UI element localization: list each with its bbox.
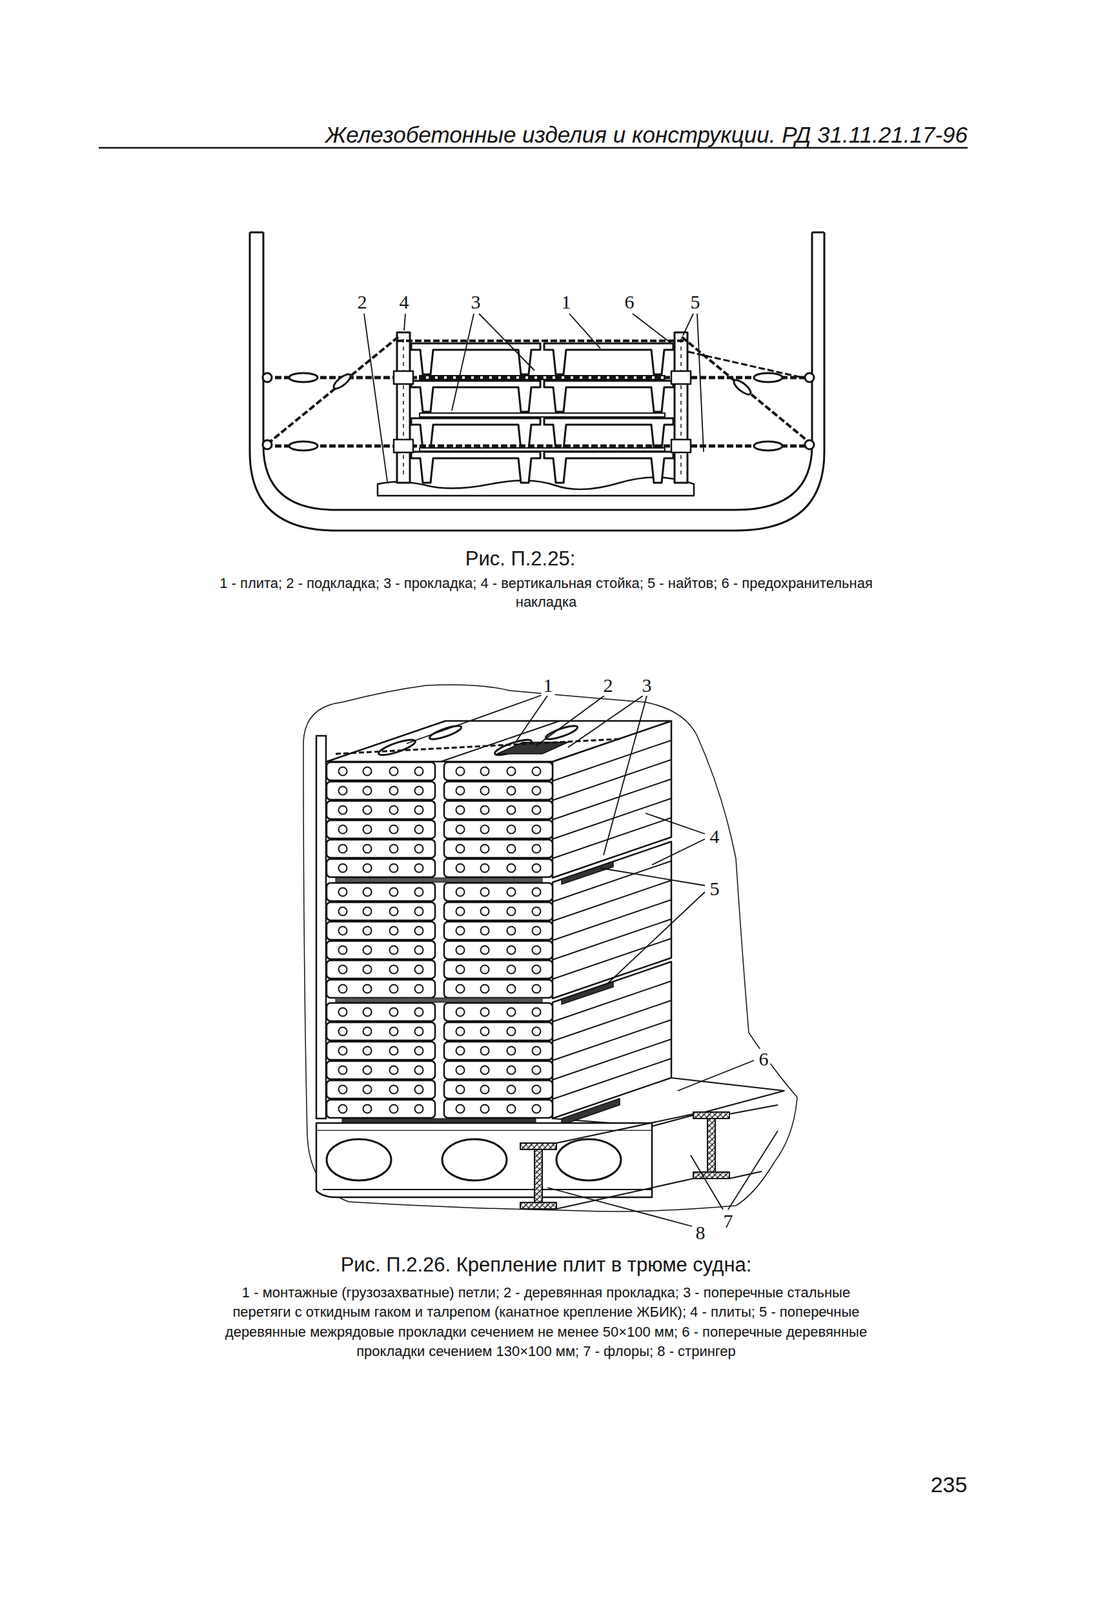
callout-number: 1 xyxy=(559,291,574,313)
callout-number: 2 xyxy=(601,675,616,696)
figure-legend: 1 - монтажные (грузозахватные) петли; 2 … xyxy=(216,1283,876,1362)
callout-number: 4 xyxy=(397,291,412,313)
hold-section-figure xyxy=(249,232,825,531)
figure-caption: Рис. П.2.26. Крепление плит в трюме судн… xyxy=(223,1252,869,1279)
callout-number: 6 xyxy=(622,291,637,313)
callout-number: 3 xyxy=(640,675,654,696)
running-header: Железобетонные изделия и конструкции. РД… xyxy=(325,120,968,150)
callout-number: 4 xyxy=(708,826,722,847)
page-number: 235 xyxy=(928,1473,970,1497)
callout-number: 2 xyxy=(355,291,370,313)
callout-number: 3 xyxy=(469,291,483,313)
slab-stowage-figure xyxy=(303,684,798,1227)
callout-number: 5 xyxy=(708,878,722,900)
figure-caption: Рис. П.2.25: xyxy=(326,546,714,572)
header-rule xyxy=(98,147,968,150)
figure-legend: 1 - плита; 2 - подкладка; 3 - прокладка;… xyxy=(210,574,882,612)
callout-number: 6 xyxy=(757,1048,771,1070)
callout-number: 1 xyxy=(541,675,556,696)
callout-number: 8 xyxy=(693,1222,708,1244)
callout-number: 7 xyxy=(721,1210,736,1232)
callout-number: 5 xyxy=(688,291,703,313)
